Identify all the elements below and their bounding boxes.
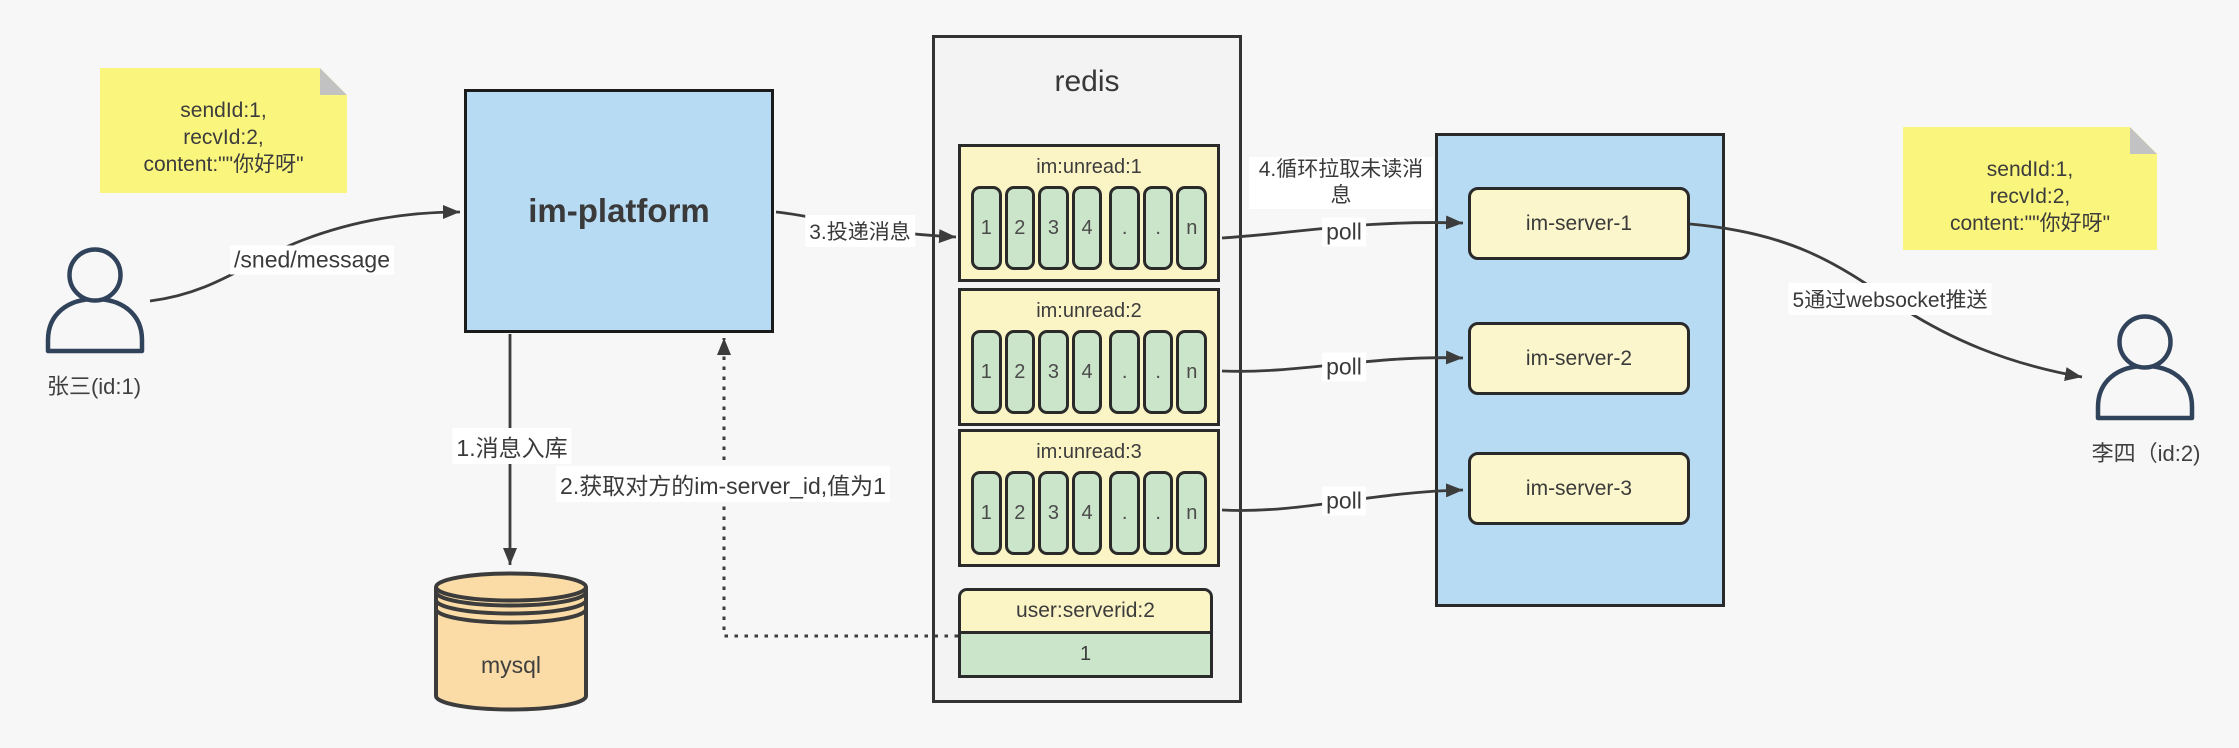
label-poll-2: poll [1322, 352, 1366, 382]
queue-cells: 1 2 3 4 . . n [961, 186, 1217, 270]
queue-cell: 3 [1038, 330, 1069, 414]
label-step2: 2.获取对方的im-server_id,值为1 [556, 466, 890, 502]
queue-cell: n [1176, 471, 1208, 555]
label-step4: 4.循环拉取未读消息 [1249, 157, 1433, 209]
sticky-line: recvId:2, [1989, 185, 2071, 208]
queue-cell: 1 [971, 186, 1002, 270]
sticky-line: content:""你好呀" [143, 153, 304, 176]
queue-cell: 2 [1004, 186, 1036, 270]
label-send-api: /sned/message [230, 245, 394, 275]
sender-label: 张三(id:1) [46, 374, 142, 399]
queue-im-unread-1: im:unread:1 1 2 3 4 . . n [958, 144, 1220, 282]
queue-cell: 1 [971, 330, 1002, 414]
sticky-note-left: sendId:1, recvId:2, content:""你好呀" [100, 68, 347, 193]
queue-cell: 3 [1038, 186, 1069, 270]
label-step5: 5通过websocket推送 [1788, 283, 1992, 315]
queue-im-unread-3: im:unread:3 1 2 3 4 . . n [958, 429, 1220, 567]
sticky-line: sendId:1, [1986, 158, 2074, 181]
im-platform-box: im-platform [464, 89, 774, 333]
sticky-line: content:""你好呀" [1949, 212, 2111, 235]
queue-cell: . [1142, 330, 1174, 414]
queue-cell: n [1176, 186, 1208, 270]
im-server-1-box: im-server-1 [1468, 187, 1690, 260]
sticky-fold-icon [2130, 127, 2157, 154]
queue-cell: 4 [1071, 330, 1103, 414]
sticky-line: recvId:2, [183, 126, 264, 149]
queue-cell: 4 [1071, 186, 1103, 270]
queue-cell: 3 [1038, 471, 1069, 555]
mysql-label: mysql [480, 652, 542, 678]
receiver-person-icon [2095, 314, 2195, 421]
queue-cell: . [1109, 330, 1140, 414]
queue-cell: . [1109, 471, 1140, 555]
queue-cell: 1 [971, 471, 1002, 555]
sticky-note-right: sendId:1, recvId:2, content:""你好呀" [1903, 127, 2157, 250]
sticky-fold-icon [320, 68, 347, 95]
queue-title: im:unread:3 [1036, 441, 1142, 463]
user-serverid-key: user:serverid:2 [961, 591, 1210, 634]
queue-cells: 1 2 3 4 . . n [961, 330, 1217, 414]
queue-cell: 2 [1004, 330, 1036, 414]
queue-cell: 4 [1071, 471, 1103, 555]
queue-cell: . [1142, 471, 1174, 555]
im-server-2-box: im-server-2 [1468, 322, 1690, 395]
im-platform-label: im-platform [528, 192, 710, 229]
queue-title: im:unread:2 [1036, 300, 1142, 322]
user-serverid-value: 1 [1079, 643, 1092, 665]
label-poll-3: poll [1322, 486, 1366, 516]
queue-im-unread-2: im:unread:2 1 2 3 4 . . n [958, 288, 1220, 426]
queue-cell: . [1109, 186, 1140, 270]
label-step1: 1.消息入库 [452, 428, 572, 464]
user-serverid-block: user:serverid:2 1 [958, 588, 1213, 678]
redis-title: redis [1054, 65, 1120, 98]
im-server-3-box: im-server-3 [1468, 452, 1690, 525]
label-step3: 3.投递消息 [805, 215, 915, 247]
redis-panel: redis im:unread:1 1 2 3 4 . . n im:unrea… [932, 35, 1242, 703]
queue-cell: . [1142, 186, 1174, 270]
label-poll-1: poll [1322, 217, 1366, 247]
sticky-line: sendId:1, [180, 99, 267, 122]
mysql-cylinder-icon [434, 571, 588, 712]
queue-cell: 2 [1004, 471, 1036, 555]
queue-title: im:unread:1 [1036, 156, 1142, 178]
receiver-label: 李四（id:2) [2091, 441, 2201, 466]
queue-cell: n [1176, 330, 1208, 414]
im-server-cluster-panel: im-server-1 im-server-2 im-server-3 [1435, 133, 1725, 607]
sender-person-icon [45, 247, 145, 354]
queue-cells: 1 2 3 4 . . n [961, 471, 1217, 555]
